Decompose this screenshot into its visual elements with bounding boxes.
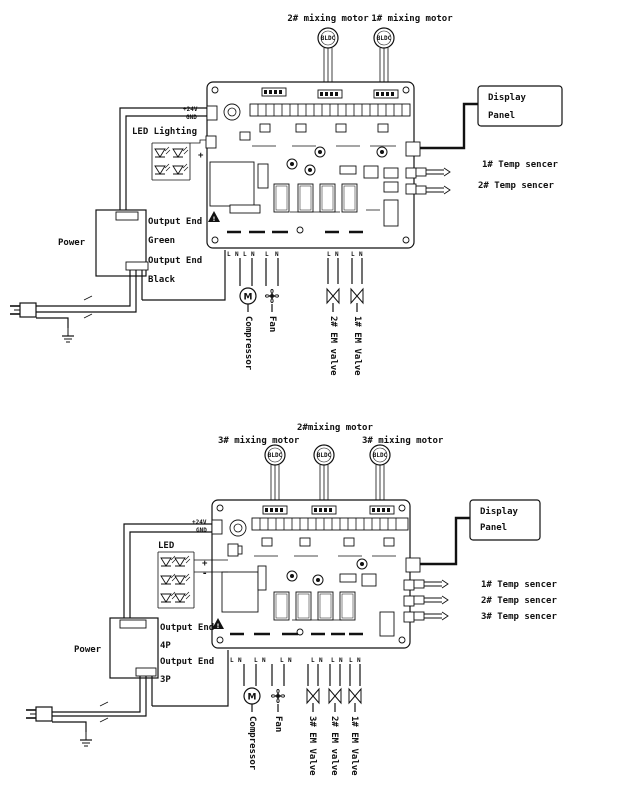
- motor-icon: [239, 287, 257, 305]
- power-label: Power: [58, 238, 86, 248]
- svg-text:BLDC: BLDC: [268, 452, 283, 459]
- gnd-label: GND: [196, 527, 207, 534]
- black-label: Black: [148, 275, 176, 285]
- valve-icon: [328, 688, 342, 704]
- fan-icon: [265, 289, 279, 303]
- panel-label: Panel: [488, 111, 515, 121]
- bldc-motor-icon: BLDC: [369, 444, 391, 466]
- valve-icon: [350, 288, 364, 304]
- svg-text:N: N: [335, 251, 339, 258]
- svg-text:N: N: [359, 251, 363, 258]
- bldc-motor-icon: BLDC: [264, 444, 286, 466]
- load-em-valve-1: 1# EM Valve: [352, 316, 362, 376]
- temp-sensor-3-label: 3# Temp sencer: [481, 612, 557, 622]
- motor-3-left-label: 3# mixing motor: [218, 435, 300, 446]
- svg-text:N: N: [319, 657, 323, 664]
- load-em-valve-2: 2# EM valve: [329, 716, 339, 776]
- diagram-1: 2# mixing motor 1# mixing motor BLDC BLD…: [9, 13, 563, 376]
- output-end-label-2: Output End: [148, 256, 202, 266]
- svg-text:L: L: [227, 251, 231, 258]
- bldc-motor-icon: BLDC: [313, 444, 335, 466]
- svg-text:N: N: [262, 657, 266, 664]
- svg-text:N: N: [235, 251, 239, 258]
- temp-sensor-1-label: 1# Temp sencer: [482, 160, 558, 170]
- diagram-2: 3# mixing motor 2#mixing motor 3# mixing…: [25, 422, 557, 776]
- led-icon: [154, 146, 189, 175]
- svg-text:L: L: [243, 251, 247, 258]
- svg-text:L: L: [351, 251, 355, 258]
- svg-text:N: N: [339, 657, 343, 664]
- load-em-valve-3: 3# EM Valve: [307, 716, 317, 776]
- 3p-label: 3P: [160, 675, 171, 685]
- load-em-valve-2: 2# EM valve: [328, 316, 338, 376]
- motor-icon: [243, 687, 261, 705]
- display-panel: [469, 499, 541, 541]
- ground-icon: [61, 327, 75, 343]
- led-lighting-label: LED Lighting: [132, 126, 197, 137]
- svg-text:BLDC: BLDC: [321, 35, 336, 42]
- svg-text:L: L: [230, 657, 234, 664]
- svg-text:L: L: [311, 657, 315, 664]
- load-fan: Fan: [273, 716, 283, 732]
- load-fan: Fan: [267, 316, 277, 332]
- svg-text:N: N: [238, 657, 242, 664]
- temp-sensor-2-label: 2# Temp sencer: [478, 181, 554, 191]
- output-end-label-1: Output End: [160, 623, 214, 633]
- green-label: Green: [148, 236, 175, 246]
- svg-text:L: L: [349, 657, 353, 664]
- ground-icon: [79, 731, 93, 747]
- display-label: Display: [480, 506, 519, 517]
- gnd-label: GND: [186, 114, 197, 121]
- power-label: Power: [74, 645, 102, 655]
- fan-icon: [271, 689, 285, 703]
- load-em-valve-1: 1# EM Valve: [349, 716, 359, 776]
- temp-sensor-2-label: 2# Temp sencer: [481, 596, 557, 606]
- v24-label: +24V: [183, 106, 198, 113]
- valve-icon: [348, 688, 362, 704]
- v24-label: +24V: [192, 519, 207, 526]
- bldc-motor-icon: BLDC: [373, 27, 395, 49]
- output-end-label-2: Output End: [160, 657, 214, 667]
- plug-icon: [25, 706, 53, 722]
- svg-text:L: L: [265, 251, 269, 258]
- svg-text:L: L: [280, 657, 284, 664]
- display-label: Display: [488, 92, 527, 103]
- motor-2-label: 2# mixing motor: [287, 13, 369, 24]
- plug-icon: [9, 302, 37, 318]
- bldc-motor-icon: BLDC: [317, 27, 339, 49]
- svg-text:N: N: [288, 657, 292, 664]
- minus-label: -: [202, 569, 207, 579]
- svg-text:N: N: [357, 657, 361, 664]
- motor-1-label: 1# mixing motor: [371, 13, 453, 24]
- panel-label: Panel: [480, 523, 507, 533]
- temp-sensor-1-label: 1# Temp sencer: [481, 580, 557, 590]
- motor-3-right-label: 3# mixing motor: [362, 435, 444, 446]
- svg-text:BLDC: BLDC: [377, 35, 392, 42]
- output-end-label-1: Output End: [148, 217, 202, 227]
- valve-icon: [306, 688, 320, 704]
- svg-text:L: L: [254, 657, 258, 664]
- svg-text:BLDC: BLDC: [317, 452, 332, 459]
- svg-text:+: +: [198, 151, 204, 161]
- svg-text:N: N: [275, 251, 279, 258]
- svg-text:N: N: [251, 251, 255, 258]
- led-icon: [160, 555, 191, 603]
- motor-2-label: 2#mixing motor: [297, 422, 373, 433]
- 4p-label: 4P: [160, 641, 171, 651]
- svg-text:L: L: [327, 251, 331, 258]
- controller-board: [211, 499, 411, 649]
- valve-icon: [326, 288, 340, 304]
- display-panel: [477, 85, 563, 127]
- svg-text:L: L: [331, 657, 335, 664]
- load-compressor: Compressor: [247, 716, 257, 771]
- led-label: LED: [158, 541, 175, 551]
- load-compressor: Compressor: [243, 316, 253, 371]
- plus-label: +: [202, 559, 208, 569]
- svg-text:BLDC: BLDC: [373, 452, 388, 459]
